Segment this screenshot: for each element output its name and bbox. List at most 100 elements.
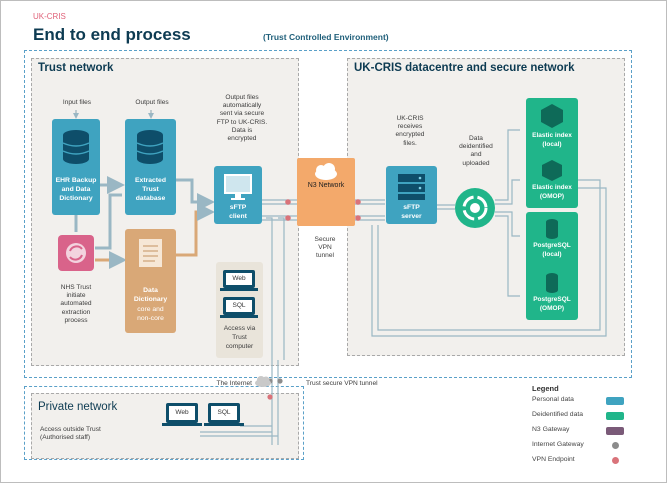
sftp-client-label-1: sFTP	[229, 204, 247, 211]
extracted-label-2: Trust	[142, 186, 159, 193]
laptop-base	[220, 288, 258, 291]
legend-vpn-label: VPN Endpoint	[532, 456, 575, 463]
legend-internet-label: Internet Gateway	[532, 441, 584, 448]
nhs-trust-label: NHS Trust initiate automated extraction …	[48, 284, 104, 325]
database-icon	[136, 130, 164, 164]
web-laptop: Web	[223, 270, 255, 288]
sftp-server-label-2: server	[401, 213, 422, 220]
vpn-line-3: tunnel	[316, 252, 334, 260]
legend-title: Legend	[532, 384, 559, 393]
secure-vpn-label: Secure VPN tunnel	[305, 236, 345, 261]
internet-cloud-icon	[253, 372, 273, 390]
access-trust-line-3: computer	[225, 343, 254, 350]
elastic-local-line-2: (local)	[542, 141, 562, 148]
extracted-label-1: Extracted	[135, 177, 166, 184]
document-icon	[139, 239, 162, 267]
private-web-laptop: Web	[166, 403, 198, 423]
legend-n3-label: N3 Gateway	[532, 426, 570, 433]
the-internet-label: The Internet	[216, 380, 252, 387]
dictionary-label-3: core and	[137, 306, 164, 313]
trust-controlled-environment	[24, 50, 632, 378]
postgres-local-line-1: PostgreSQL	[533, 242, 571, 249]
sql-label: SQL	[226, 300, 252, 312]
nhs-trust-line-3: automated	[60, 300, 92, 308]
sent-line-6: encrypted	[227, 135, 257, 143]
private-sql-label: SQL	[211, 406, 237, 420]
postgresql-box: PostgreSQL (local) PostgreSQL (OMOP)	[526, 212, 578, 320]
receives-line-4: files.	[403, 139, 417, 147]
access-trust-line-2: Trust	[232, 334, 247, 341]
ehr-label-1: EHR Backup	[55, 177, 97, 184]
private-network-title: Private network	[38, 401, 118, 413]
legend-internet-dot	[612, 442, 619, 449]
data-dictionary-box: Data Dictionary core and non-core	[125, 229, 176, 333]
sftp-client-label-2: client	[229, 213, 247, 220]
private-environment	[24, 386, 304, 460]
sent-line-4: FTP to UK-CRIS.	[216, 118, 268, 126]
ehr-label-2: and Data	[61, 186, 91, 193]
private-sql-laptop: SQL	[208, 403, 240, 423]
dictionary-label-4: non-core	[137, 315, 164, 322]
vpn-line-1: Secure	[314, 236, 336, 243]
outside-line-2: (Authorised staff)	[40, 434, 91, 442]
legend-n3-swatch	[606, 427, 624, 435]
vpn-line-2: VPN	[318, 244, 332, 252]
nhs-trust-line-2: initiate	[66, 292, 86, 300]
deid-line-2: deidentified	[459, 143, 493, 151]
sftp-server-label-1: sFTP	[403, 204, 420, 211]
sql-laptop: SQL	[223, 297, 255, 315]
trust-vpn-tunnel-label: Trust secure VPN tunnel	[306, 380, 378, 387]
sftp-server-box: sFTP server	[386, 166, 437, 224]
postgres-local-line-2: (local)	[542, 251, 562, 258]
database-icon	[62, 130, 90, 164]
server-icon	[398, 174, 425, 200]
sent-line-5: Data is	[231, 126, 253, 134]
dictionary-label-1: Data	[143, 287, 158, 294]
elastic-local-line-1: Elastic index	[532, 132, 572, 139]
laptop-base	[204, 423, 244, 426]
legend-deidentified-label: Deidentified data	[532, 411, 584, 418]
input-files-label: Input files	[62, 99, 92, 106]
laptop-base	[220, 315, 258, 318]
sftp-client-box: sFTP client	[214, 166, 262, 224]
environment-label: (Trust Controlled Environment)	[263, 32, 389, 42]
legend-deidentified-swatch	[606, 412, 624, 420]
outside-line-1: Access outside Trust	[40, 426, 101, 433]
dictionary-label-2: Dictionary	[133, 296, 168, 303]
cube-icon	[541, 104, 563, 181]
cloud-icon	[315, 163, 337, 180]
nhs-trust-process-icon	[58, 235, 94, 271]
sent-line-1: Output files	[225, 94, 259, 101]
refresh-icon	[462, 195, 488, 221]
sent-line-3: sent via secure	[219, 110, 265, 118]
legend-personal-swatch	[606, 397, 624, 405]
private-web-label: Web	[169, 406, 195, 420]
trust-computer-box: Web SQL Access via Trust computer	[216, 262, 263, 358]
access-outside-label: Access outside Trust (Authorised staff)	[40, 426, 130, 442]
cylinder-icon	[546, 219, 558, 293]
legend-personal-label: Personal data	[532, 396, 574, 403]
deid-line-3: and	[470, 151, 482, 159]
access-trust-line-1: Access via	[223, 325, 256, 332]
n3-network-label: N3 Network	[307, 182, 345, 189]
web-label: Web	[226, 273, 252, 285]
page-title: End to end process	[33, 25, 191, 44]
n3-network-box: N3 Network	[297, 158, 355, 226]
data-deidentified-label: Data deidentified and uploaded	[452, 135, 500, 168]
elastic-omop-line-2: (OMOP)	[539, 193, 565, 200]
nhs-trust-line-4: extraction	[61, 308, 91, 316]
refresh-icon	[66, 243, 86, 263]
laptop-base	[162, 423, 202, 426]
ukcris-receives-label: UK-CRIS receives encrypted files.	[386, 115, 434, 148]
extracted-label-3: database	[135, 195, 166, 202]
output-files-label: Output files	[135, 99, 169, 106]
legend-vpn-dot	[612, 457, 619, 464]
postgres-omop-line-1: PostgreSQL	[533, 296, 571, 303]
nhs-trust-line-1: NHS Trust	[60, 284, 92, 291]
receives-line-2: receives	[397, 123, 423, 131]
ehr-backup-box: EHR Backup and Data Dictionary	[52, 119, 100, 215]
monitor-icon	[224, 174, 252, 200]
extracted-database-box: Extracted Trust database	[125, 119, 176, 215]
deid-line-1: Data	[469, 135, 483, 142]
trust-network-title: Trust network	[38, 62, 114, 74]
